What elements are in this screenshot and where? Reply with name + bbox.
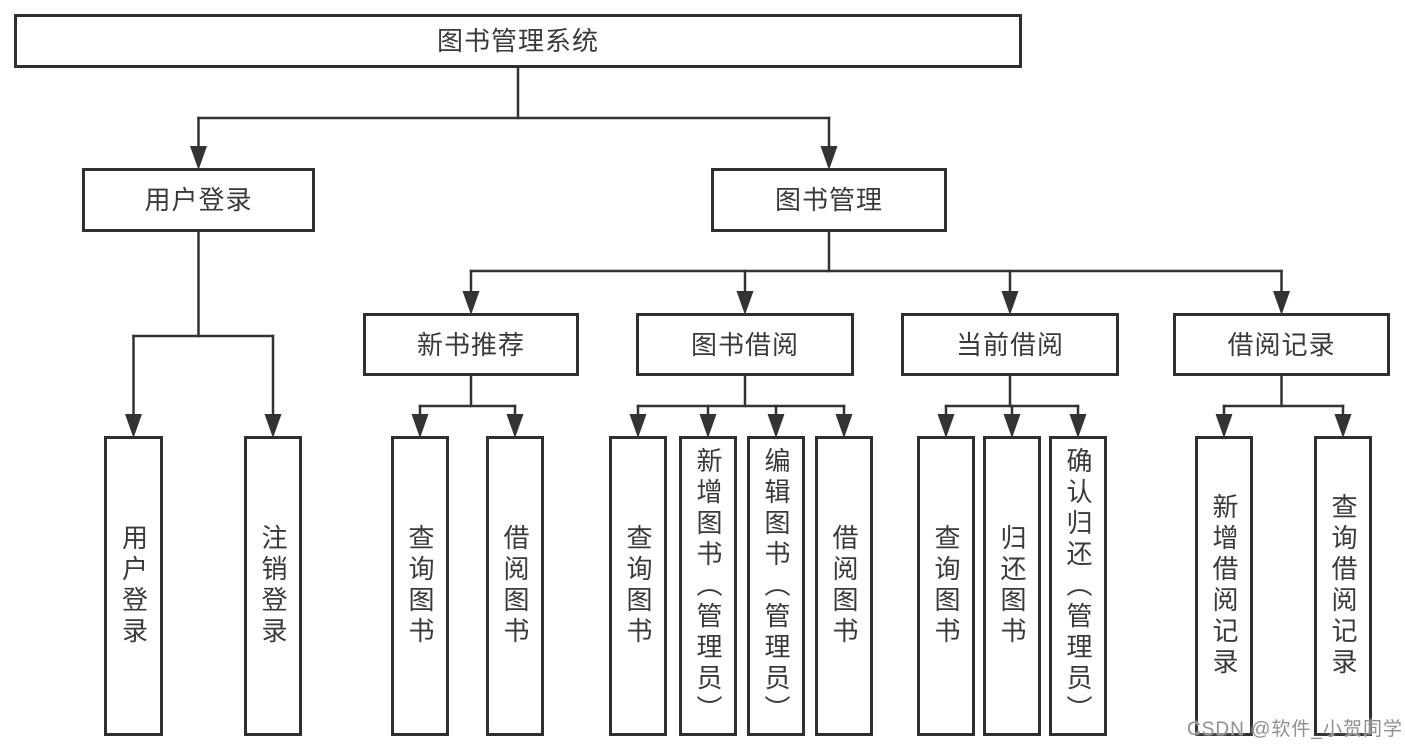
node-label: 当前借阅 — [955, 329, 1064, 360]
node-label: 借阅图书 — [500, 524, 530, 648]
node-label: 归还图书 — [997, 524, 1027, 648]
arrowhead-icon — [835, 414, 853, 438]
node-borrow-record: 借阅记录 — [1173, 313, 1390, 376]
arrowhead-icon — [190, 146, 207, 170]
node-label: 编辑图书（管理员） — [761, 446, 791, 726]
arrowhead-icon — [1003, 414, 1021, 438]
node-leaf-confirm-return: 确认归还（管理员） — [1049, 436, 1107, 736]
node-leaf-query-book-3: 查询图书 — [917, 436, 975, 736]
arrowhead-icon — [264, 414, 282, 438]
arrowhead-icon — [125, 414, 142, 438]
node-leaf-return-book: 归还图书 — [983, 436, 1041, 736]
node-label: 查询图书 — [623, 524, 653, 648]
node-current-borrow: 当前借阅 — [901, 313, 1119, 376]
node-leaf-query-record: 查询借阅记录 — [1314, 436, 1372, 736]
node-label: 用户登录 — [118, 524, 149, 648]
node-label: 图书借阅 — [690, 329, 799, 360]
node-label: 借阅记录 — [1227, 329, 1336, 360]
arrowhead-icon — [699, 414, 717, 438]
node-leaf-user-login: 用户登录 — [104, 436, 163, 736]
arrowhead-icon — [736, 291, 754, 315]
arrowhead-icon — [1273, 291, 1290, 315]
node-label: 确认归还（管理员） — [1063, 446, 1093, 726]
node-label: 图书管理系统 — [436, 26, 599, 56]
arrowhead-icon — [629, 414, 647, 438]
node-book-mgmt: 图书管理 — [711, 168, 947, 232]
node-new-book-rec: 新书推荐 — [363, 313, 579, 376]
arrowhead-icon — [820, 146, 838, 170]
node-leaf-borrow-book-2: 借阅图书 — [815, 436, 873, 736]
node-leaf-edit-book: 编辑图书（管理员） — [747, 436, 805, 736]
node-leaf-add-record: 新增借阅记录 — [1195, 436, 1253, 736]
node-leaf-query-book-2: 查询图书 — [609, 436, 667, 736]
node-leaf-logout: 注销登录 — [244, 436, 302, 736]
node-root: 图书管理系统 — [14, 14, 1022, 68]
node-leaf-add-book: 新增图书（管理员） — [679, 436, 737, 736]
node-leaf-query-book-1: 查询图书 — [391, 436, 449, 736]
node-label: 查询图书 — [931, 524, 961, 648]
arrowhead-icon — [411, 414, 429, 438]
arrowhead-icon — [767, 414, 785, 438]
node-label: 图书管理 — [774, 185, 883, 215]
arrowhead-icon — [506, 414, 524, 438]
node-label: 查询借阅记录 — [1328, 493, 1358, 679]
node-book-borrow: 图书借阅 — [636, 313, 854, 376]
node-user-login: 用户登录 — [82, 168, 315, 232]
node-label: 新增借阅记录 — [1209, 493, 1239, 679]
node-label: 查询图书 — [405, 524, 435, 648]
arrowhead-icon — [462, 291, 480, 315]
arrowhead-icon — [1334, 414, 1352, 438]
node-label: 注销登录 — [258, 524, 288, 648]
node-leaf-borrow-book-1: 借阅图书 — [486, 436, 544, 736]
node-label: 新书推荐 — [416, 329, 525, 360]
node-label: 借阅图书 — [829, 524, 859, 648]
node-label: 用户登录 — [144, 185, 253, 215]
node-label: 新增图书（管理员） — [693, 446, 723, 726]
arrowhead-icon — [937, 414, 955, 438]
arrowhead-icon — [1001, 291, 1019, 315]
arrowhead-icon — [1215, 414, 1233, 438]
arrowhead-icon — [1069, 414, 1087, 438]
